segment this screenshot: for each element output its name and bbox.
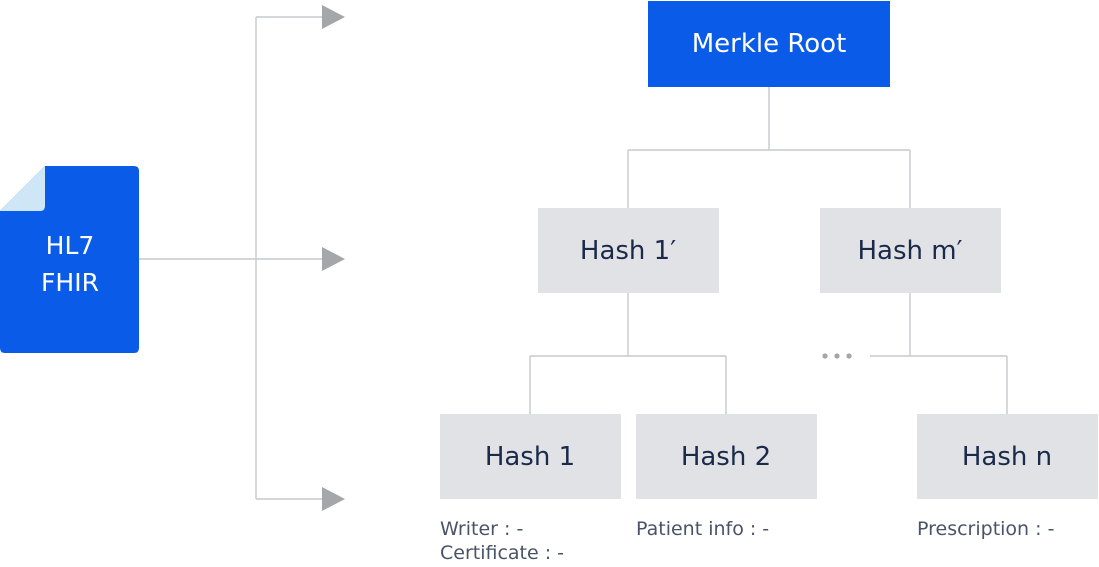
document-label-line1: HL7	[46, 231, 95, 260]
hash-m-prime-label: Hash m′	[857, 236, 962, 266]
hash-2-box	[636, 414, 817, 499]
patient-info-attribute: Patient info : -	[636, 518, 769, 540]
hash-1-node: Hash 1	[440, 414, 621, 499]
hash-n-label: Hash n	[962, 442, 1052, 472]
hash-n-node: Hash n	[917, 414, 1098, 499]
merkle-root-label: Merkle Root	[692, 29, 847, 59]
ellipsis-dot	[834, 353, 840, 359]
hash-1-prime-box	[538, 208, 719, 293]
hash-2-node: Hash 2	[636, 414, 817, 499]
hash-n-box	[917, 414, 1098, 499]
hash-1-prime-node: Hash 1′	[538, 208, 719, 293]
hash-1-prime-label: Hash 1′	[580, 236, 676, 266]
certificate-attribute: Certificate : -	[440, 542, 564, 564]
ellipsis-icon	[822, 353, 852, 359]
arrow-bottom-icon	[322, 487, 345, 511]
hash-m-prime-box	[820, 208, 1001, 293]
hash-m-prime-node: Hash m′	[820, 208, 1001, 293]
prescription-attribute: Prescription : -	[917, 518, 1054, 540]
hl7-fhir-document: HL7 FHIR	[0, 166, 139, 353]
connector-lines	[139, 16, 1008, 500]
merkle-root-node: Merkle Root	[648, 1, 890, 87]
hash-2-label: Hash 2	[681, 442, 771, 472]
arrow-middle-icon	[322, 247, 345, 271]
document-icon	[0, 166, 139, 353]
merkle-root-box	[648, 1, 890, 87]
hash-1-label: Hash 1	[485, 442, 575, 472]
arrow-top-icon	[322, 5, 345, 29]
writer-attribute: Writer : -	[440, 518, 523, 540]
document-label-line2: FHIR	[41, 268, 99, 297]
document-fold-icon	[0, 166, 45, 211]
ellipsis-dot	[822, 353, 828, 359]
hash-1-box	[440, 414, 621, 499]
ellipsis-dot	[846, 353, 852, 359]
